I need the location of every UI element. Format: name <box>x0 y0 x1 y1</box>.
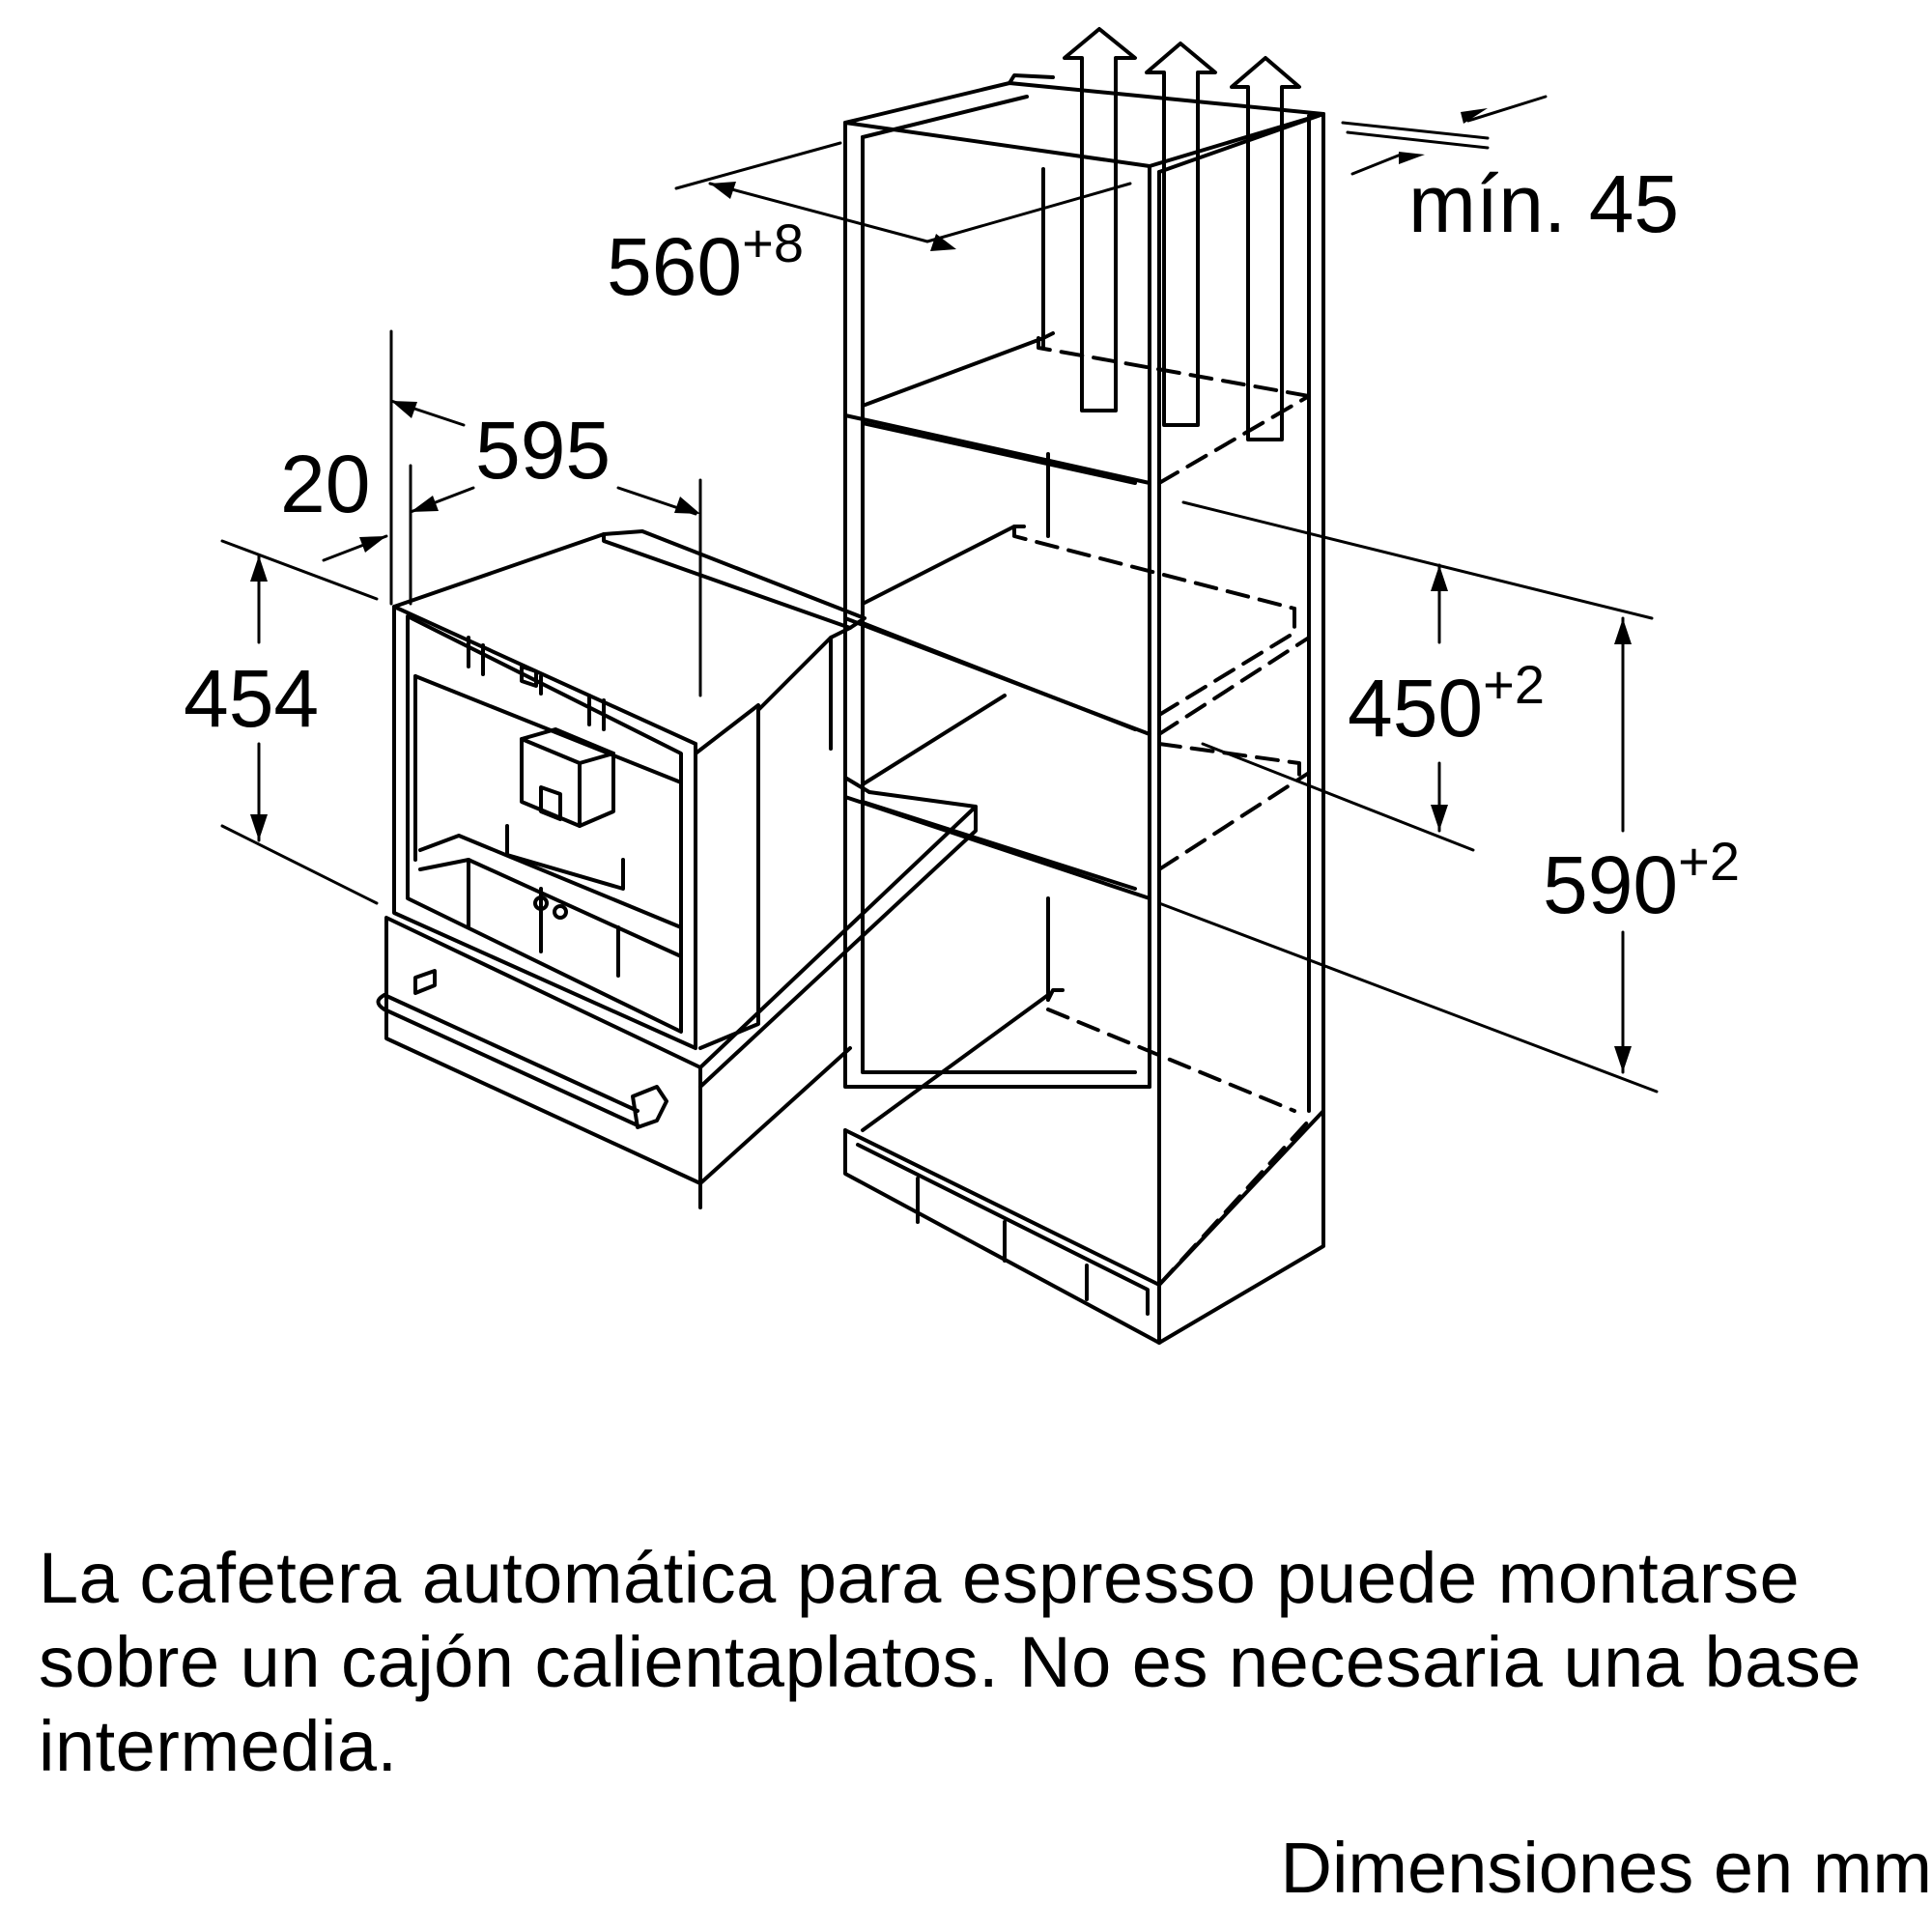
cabinet-shelves <box>843 167 1311 1287</box>
warming-drawer <box>376 776 978 1209</box>
appliance-height-label: 454 <box>184 653 319 744</box>
ventilation-arrows <box>1063 27 1301 441</box>
appliance-width-label: 595 <box>475 405 611 496</box>
units-note: Dimensiones en mm <box>1280 1828 1932 1908</box>
dimension-labels: 560+8 mín. 45 595 20 454 450+2 590+2 <box>184 158 1740 930</box>
niche-height-lower-tolerance: +2 <box>1678 831 1740 892</box>
niche-depth-label: 560+8 <box>607 213 804 312</box>
dimension-arrowheads <box>250 108 1632 1072</box>
niche-height-lower-value: 590 <box>1543 839 1678 930</box>
coffee-machine <box>392 529 867 1050</box>
tall-cabinet <box>843 73 1325 1345</box>
niche-height-lower-label: 590+2 <box>1543 831 1740 930</box>
niche-height-upper-tolerance: +2 <box>1483 654 1545 715</box>
niche-depth-value: 560 <box>607 221 742 312</box>
ventilation-min-label: mín. 45 <box>1408 158 1679 249</box>
niche-height-upper-value: 450 <box>1348 663 1483 753</box>
installation-caption: La cafetera automática para espresso pue… <box>39 1538 1861 1786</box>
front-overlap-label: 20 <box>280 439 370 529</box>
niche-height-upper-label: 450+2 <box>1348 654 1545 753</box>
niche-depth-tolerance: +8 <box>742 213 804 273</box>
